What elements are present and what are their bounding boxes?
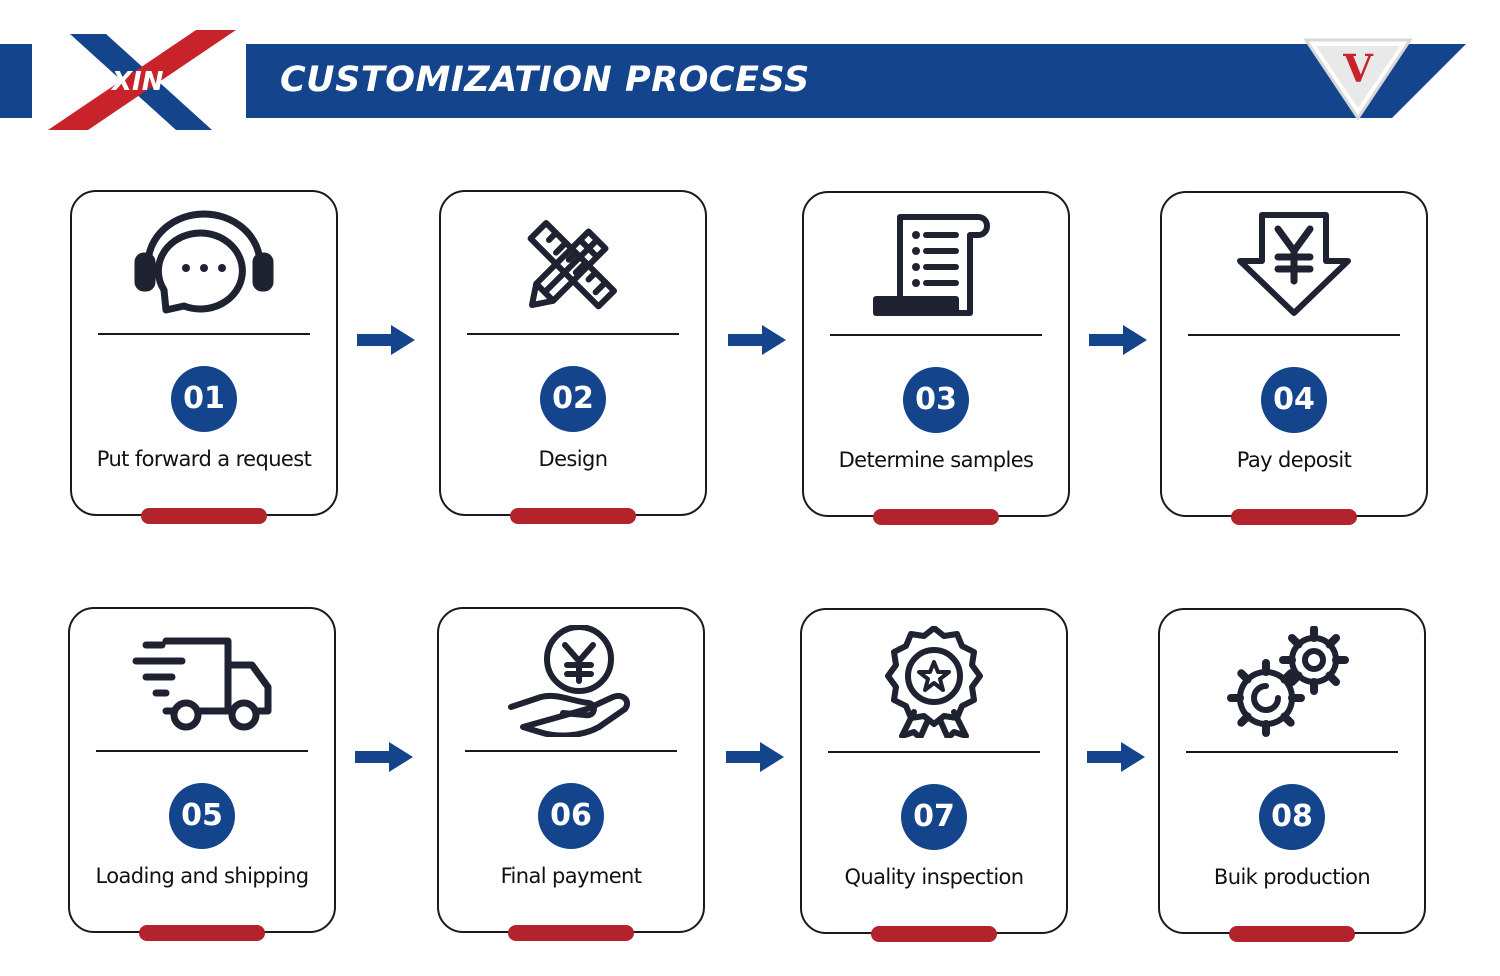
step-number: 01 [171,366,237,432]
card-divider [98,333,310,335]
step-label: Put forward a request [96,447,312,471]
card-accent-bar [873,509,999,525]
badge-letter: V [1342,46,1374,91]
award-badge-icon [864,626,1004,738]
step-number: 08 [1259,784,1325,850]
brand-badge: V [1302,36,1414,122]
delivery-truck-icon [132,625,272,737]
yen-coin-hand-icon [501,625,641,737]
step-number: 02 [540,366,606,432]
step-card-02: 02 Design [439,190,707,524]
step-number: 04 [1261,367,1327,433]
arrow-left-icon [355,742,413,772]
step-card-04: 04 Pay deposit [1160,191,1428,525]
card-divider [465,750,677,752]
card-divider [1186,751,1398,753]
step-card-05: 05 Loading and shipping [68,607,336,941]
yen-down-arrow-icon [1224,209,1364,321]
gears-icon [1222,626,1362,738]
company-logo: XIN [44,30,236,134]
step-number: 03 [903,367,969,433]
card-divider [96,750,308,752]
logo-text: XIN [110,67,164,97]
card-accent-bar [871,926,997,942]
step-card-06: 06 Final payment [437,607,705,941]
step-card-08: 08 Buik production [1158,608,1426,942]
arrow-left-icon [726,742,784,772]
step-card-01: 01 Put forward a request [70,190,338,524]
card-accent-bar [510,508,636,524]
step-label: Quality inspection [844,865,1024,889]
step-number: 07 [901,784,967,850]
card-divider [467,333,679,335]
step-number: 05 [169,783,235,849]
pencil-ruler-icon [503,208,643,320]
card-accent-bar [141,508,267,524]
page-title: CUSTOMIZATION PROCESS [280,60,810,100]
card-divider [830,334,1042,336]
arrow-right-icon [357,325,415,355]
arrow-right-icon [1089,325,1147,355]
step-label: Buik production [1213,865,1371,889]
step-number: 06 [538,783,604,849]
card-divider [828,751,1040,753]
step-label: Design [538,447,609,471]
list-scroll-icon [866,209,1006,321]
header-bar [246,44,1466,118]
step-label: Loading and shipping [95,864,310,888]
arrow-left-icon [1087,742,1145,772]
step-card-07: 07 Quality inspection [800,608,1068,942]
arrow-right-icon [728,325,786,355]
card-accent-bar [1229,926,1355,942]
headset-chat-icon [134,208,274,320]
card-accent-bar [1231,509,1357,525]
step-label: Pay deposit [1236,448,1352,472]
card-accent-bar [139,925,265,941]
header-left-bar [0,44,32,118]
step-label: Determine samples [838,448,1034,472]
step-label: Final payment [500,864,642,888]
card-accent-bar [508,925,634,941]
card-divider [1188,334,1400,336]
step-card-03: 03 Determine samples [802,191,1070,525]
